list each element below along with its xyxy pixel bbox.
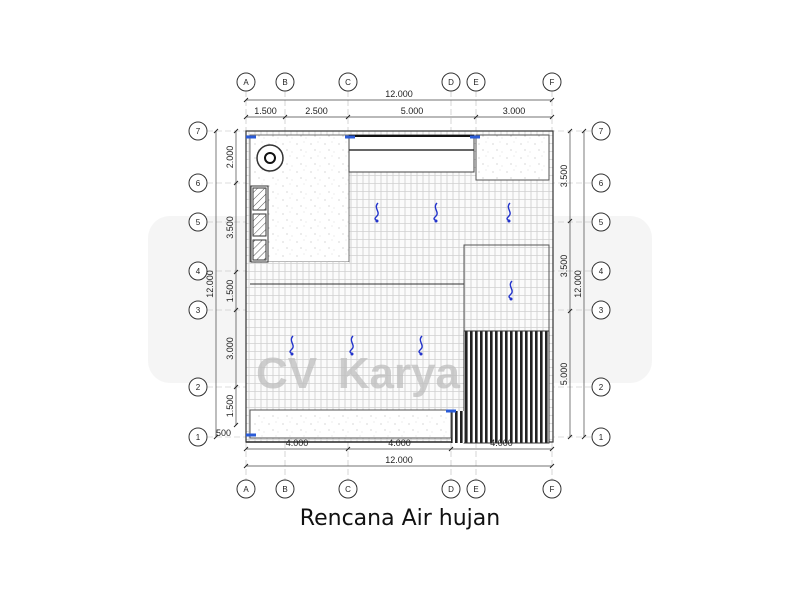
grid-label: A xyxy=(243,485,249,494)
grid-bubble-right-7: 7 xyxy=(591,121,611,141)
grid-bubble-left-7: 7 xyxy=(188,121,208,141)
grid-bubble-right-2: 2 xyxy=(591,377,611,397)
grid-label: 4 xyxy=(599,267,604,276)
grid-bubble-top-F: F xyxy=(542,72,562,92)
dimension-right-segment: 3.500 xyxy=(559,255,569,278)
grid-bubble-left-1: 1 xyxy=(188,427,208,447)
grid-label: 5 xyxy=(196,218,201,227)
rain-drain-icon xyxy=(506,202,511,223)
dimension-top-segment: 2.500 xyxy=(305,106,328,116)
watermark-left: CV xyxy=(256,349,318,398)
grid-bubble-right-1: 1 xyxy=(591,427,611,447)
dimension-left-total: 12.000 xyxy=(205,270,215,298)
dimension-bottom-segment: 4.000 xyxy=(286,438,309,448)
grid-bubble-top-A: A xyxy=(236,72,256,92)
grid-bubble-right-4: 4 xyxy=(591,261,611,281)
grid-label: A xyxy=(243,78,249,87)
grid-label: B xyxy=(282,78,287,87)
dimension-left-segment: 1.500 xyxy=(225,395,235,418)
grid-bubble-left-3: 3 xyxy=(188,300,208,320)
dimension-right-total: 12.000 xyxy=(573,270,583,298)
dimension-top-segment: 1.500 xyxy=(254,106,277,116)
dimension-left-segment: 3.500 xyxy=(225,216,235,239)
grid-bubble-left-2: 2 xyxy=(188,377,208,397)
grid-label: 2 xyxy=(599,383,604,392)
rain-drain-icon xyxy=(508,280,513,301)
grid-label: C xyxy=(345,485,351,494)
grid-label: 4 xyxy=(196,267,201,276)
dimension-bottom-segment: 4.000 xyxy=(490,438,513,448)
drawing-title: Rencana Air hujan xyxy=(299,506,501,531)
dimension-top-segment: 5.000 xyxy=(401,106,424,116)
grid-label: B xyxy=(282,485,287,494)
watermark-text: CV Karya xyxy=(256,352,460,396)
grid-label: D xyxy=(448,485,454,494)
rain-drain-icon xyxy=(374,202,379,223)
rainwater-drains xyxy=(246,135,513,437)
grid-label: 5 xyxy=(599,218,604,227)
grid-label: C xyxy=(345,78,351,87)
grid-label: D xyxy=(448,78,454,87)
grid-bubble-right-3: 3 xyxy=(591,300,611,320)
downpipe-marker xyxy=(246,135,256,139)
roof-vent-icon xyxy=(256,144,284,172)
rain-drain-icon xyxy=(349,335,354,356)
dimension-bottom-total: 12.000 xyxy=(385,455,413,465)
grid-label: 7 xyxy=(196,127,201,136)
grid-bubble-bottom-B: B xyxy=(275,479,295,499)
grid-bubble-bottom-E: E xyxy=(466,479,486,499)
grid-bubble-left-4: 4 xyxy=(188,261,208,281)
grid-label: 6 xyxy=(196,179,201,188)
grid-label: 1 xyxy=(196,433,201,442)
grid-bubble-bottom-D: D xyxy=(441,479,461,499)
dimension-left-segment: 2.000 xyxy=(225,146,235,169)
grid-label: 6 xyxy=(599,179,604,188)
grid-bubble-bottom-C: C xyxy=(338,479,358,499)
grid-bubble-bottom-A: A xyxy=(236,479,256,499)
dimension-left-segment: 500 xyxy=(216,428,231,438)
watermark-right: Karya xyxy=(337,349,460,398)
grid-bubble-left-5: 5 xyxy=(188,212,208,232)
downpipe-marker xyxy=(446,409,456,413)
grid-bubble-top-D: D xyxy=(441,72,461,92)
dimension-right-segment: 5.000 xyxy=(559,363,569,386)
downpipe-marker xyxy=(470,135,480,139)
grid-label: 7 xyxy=(599,127,604,136)
grid-label: 3 xyxy=(196,306,201,315)
grid-label: E xyxy=(473,485,478,494)
grid-label: F xyxy=(550,485,555,494)
grid-label: 3 xyxy=(599,306,604,315)
rain-drain-icon xyxy=(418,335,423,356)
building-outline xyxy=(245,130,554,444)
downpipe-marker xyxy=(345,135,355,139)
dimension-left-segment: 1.500 xyxy=(225,280,235,303)
grid-label: 2 xyxy=(196,383,201,392)
grid-bubble-right-6: 6 xyxy=(591,173,611,193)
grid-bubble-right-5: 5 xyxy=(591,212,611,232)
grid-bubble-left-6: 6 xyxy=(188,173,208,193)
dimension-top-segment: 3.000 xyxy=(503,106,526,116)
grid-bubble-top-B: B xyxy=(275,72,295,92)
grid-bubble-top-C: C xyxy=(338,72,358,92)
rain-drain-icon xyxy=(433,202,438,223)
downpipe-marker xyxy=(246,433,256,437)
dimension-top-total: 12.000 xyxy=(385,89,413,99)
grid-label: E xyxy=(473,78,478,87)
dimension-bottom-segment: 4.000 xyxy=(388,438,411,448)
grid-bubble-bottom-F: F xyxy=(542,479,562,499)
grid-label: F xyxy=(550,78,555,87)
grid-bubble-top-E: E xyxy=(466,72,486,92)
dimension-left-segment: 3.000 xyxy=(225,337,235,360)
rain-drain-icon xyxy=(289,335,294,356)
grid-label: 1 xyxy=(599,433,604,442)
dimension-right-segment: 3.500 xyxy=(559,165,569,188)
